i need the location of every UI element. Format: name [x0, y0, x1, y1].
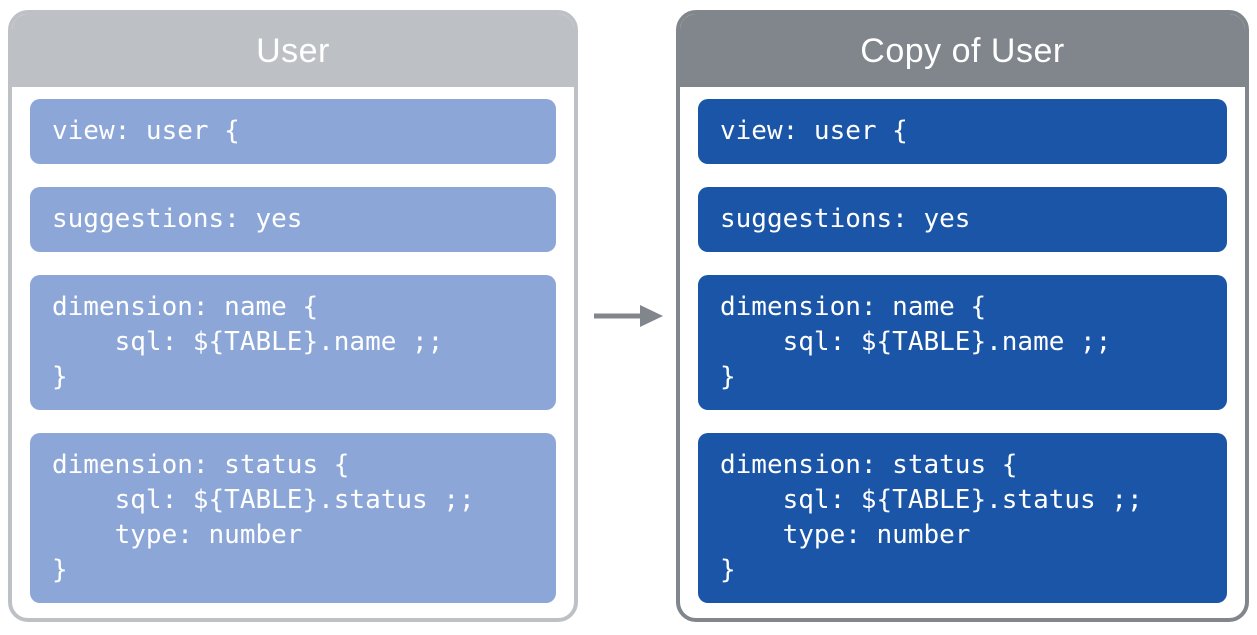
- right-arrow-icon: [594, 305, 663, 327]
- code-block-dimension-status: dimension: status { sql: ${TABLE}.status…: [30, 433, 556, 603]
- panel-copy-of-user-title: Copy of User: [860, 31, 1065, 70]
- panel-copy-of-user-header: Copy of User: [680, 14, 1245, 87]
- panel-copy-of-user-body: view: user { suggestions: yes dimension:…: [680, 87, 1245, 618]
- panel-user-title: User: [256, 31, 330, 70]
- panel-user-header: User: [12, 14, 574, 87]
- code-block-dimension-name: dimension: name { sql: ${TABLE}.name ;; …: [698, 275, 1227, 410]
- panel-copy-of-user: Copy of User view: user { suggestions: y…: [676, 10, 1249, 622]
- code-block-dimension-status: dimension: status { sql: ${TABLE}.status…: [698, 433, 1227, 603]
- panel-user-body: view: user { suggestions: yes dimension:…: [12, 87, 574, 618]
- code-block-dimension-name: dimension: name { sql: ${TABLE}.name ;; …: [30, 275, 556, 410]
- panel-user: User view: user { suggestions: yes dimen…: [8, 10, 578, 622]
- code-block-view-declaration: view: user {: [30, 99, 556, 164]
- code-block-suggestions: suggestions: yes: [30, 187, 556, 252]
- code-block-view-declaration: view: user {: [698, 99, 1227, 164]
- code-block-suggestions: suggestions: yes: [698, 187, 1227, 252]
